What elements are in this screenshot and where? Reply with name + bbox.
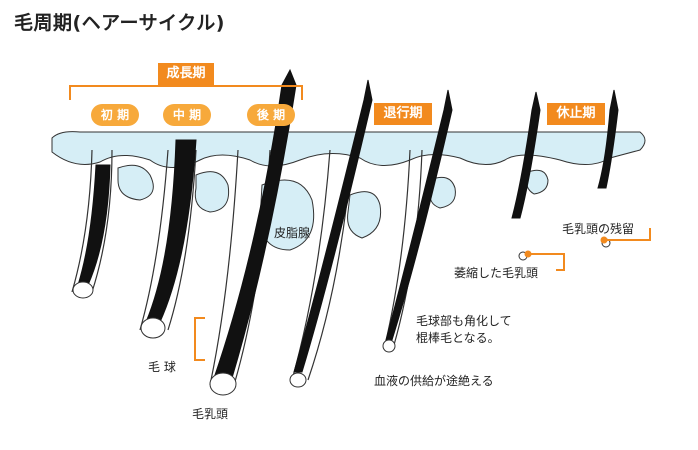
stage-regression-label: 退行期 bbox=[374, 103, 432, 125]
sebaceous-gland-label: 皮脂腺 bbox=[274, 226, 311, 240]
connector-dots bbox=[524, 236, 608, 258]
follicle-sheaths bbox=[71, 149, 423, 386]
stage-rest-label: 休止期 bbox=[547, 103, 605, 125]
shrunk-papilla-label: 萎縮した毛乳頭 bbox=[454, 266, 539, 280]
hair-bulb-label: 毛 球 bbox=[148, 360, 176, 374]
hair-bulbs bbox=[72, 238, 611, 396]
growth-bracket bbox=[69, 85, 303, 100]
stage-growth-label: 成長期 bbox=[158, 63, 214, 85]
blood-supply-label: 血液の供給が途絶える bbox=[374, 374, 494, 388]
hair-shafts bbox=[77, 68, 619, 379]
shrunk-connector bbox=[528, 253, 565, 271]
stage-middle-label: 中 期 bbox=[163, 104, 211, 126]
remaining-connector bbox=[604, 228, 651, 241]
keratin-line-2: 棍棒毛となる。 bbox=[416, 331, 500, 345]
orange-annotations bbox=[69, 85, 651, 361]
papilla-label: 毛乳頭 bbox=[192, 407, 229, 421]
stage-early-label: 初 期 bbox=[91, 104, 139, 126]
bulb-bracket bbox=[194, 317, 205, 361]
remaining-papilla-label: 毛乳頭の残留 bbox=[562, 222, 635, 236]
keratin-note: 毛球部も角化して 棍棒毛となる。 bbox=[416, 313, 512, 347]
page-title: 毛周期(ヘアーサイクル) bbox=[14, 12, 225, 34]
stage-late-label: 後 期 bbox=[247, 104, 295, 126]
keratin-line-1: 毛球部も角化して bbox=[416, 314, 512, 328]
